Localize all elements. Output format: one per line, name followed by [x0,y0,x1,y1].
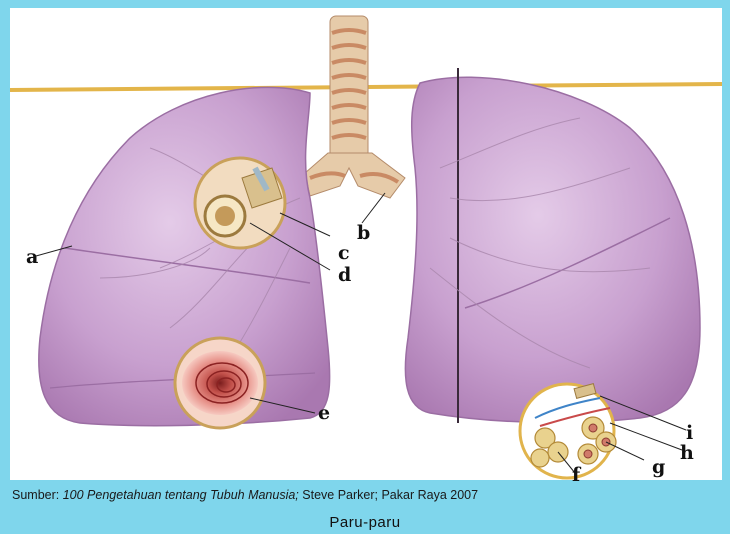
label-e: e [318,404,330,423]
right-lung [405,77,700,422]
source-credit: Sumber: 100 Pengetahuan tentang Tubuh Ma… [12,488,478,502]
label-h: h [680,444,694,463]
label-d: d [338,266,351,285]
figure-caption: Paru-paru [0,514,730,531]
source-rest: Steve Parker; Pakar Raya 2007 [299,488,478,502]
trachea [305,16,405,198]
source-title: 100 Pengetahuan tentang Tubuh Manusia; [63,488,299,502]
label-b: b [357,224,370,243]
bronchiole-cross-section [175,338,265,428]
label-f: f [572,466,580,485]
label-a: a [26,248,38,267]
lungs-illustration [10,8,722,480]
label-g: g [652,458,665,477]
label-c: c [338,244,350,263]
leader-h [610,423,682,450]
leader-b [362,193,385,223]
bronchi-detail [195,158,285,248]
leader-g [606,442,644,460]
label-i: i [686,424,693,443]
source-prefix: Sumber: [12,488,63,502]
